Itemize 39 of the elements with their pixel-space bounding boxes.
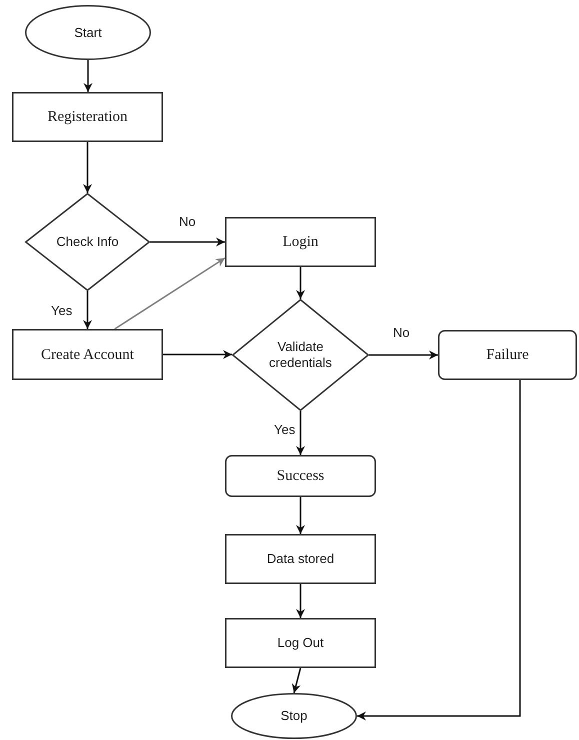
node-label: Registeration bbox=[48, 108, 128, 126]
terminal-ellipse bbox=[231, 693, 357, 739]
edge-label: Yes bbox=[273, 422, 296, 437]
node-label: Check Info bbox=[56, 234, 119, 250]
arrow bbox=[357, 380, 521, 720]
rounded-process-box bbox=[225, 455, 376, 497]
decision-diamond bbox=[232, 299, 369, 411]
arrow bbox=[296, 497, 305, 534]
decision-diamond bbox=[25, 193, 150, 291]
arrow bbox=[83, 291, 92, 329]
arrow bbox=[296, 584, 305, 618]
process-box bbox=[12, 92, 163, 142]
node-label: Failure bbox=[486, 346, 529, 364]
edge-label: Yes bbox=[50, 303, 74, 318]
edge-label: No bbox=[392, 325, 411, 340]
arrow bbox=[292, 668, 302, 694]
arrow bbox=[150, 238, 225, 246]
node-label: Log Out bbox=[277, 635, 324, 651]
arrow bbox=[84, 60, 92, 92]
process-box bbox=[225, 534, 376, 584]
node-label: Success bbox=[276, 467, 324, 485]
process-box bbox=[225, 217, 376, 267]
terminal-ellipse bbox=[25, 5, 151, 60]
arrow bbox=[296, 411, 305, 455]
process-box bbox=[225, 618, 376, 668]
node-label: Create Account bbox=[41, 346, 134, 364]
arrow bbox=[163, 350, 232, 359]
node-label: Login bbox=[282, 233, 318, 251]
rounded-process-box bbox=[438, 330, 577, 380]
edge-label: No bbox=[178, 214, 197, 229]
process-box bbox=[12, 329, 163, 380]
arrow bbox=[83, 142, 92, 193]
arrow bbox=[296, 267, 305, 299]
node-label: Data stored bbox=[266, 551, 334, 567]
node-label: Stop bbox=[280, 708, 308, 724]
node-label: Validate credentials bbox=[268, 339, 333, 371]
node-label: Start bbox=[74, 24, 102, 40]
arrow bbox=[369, 350, 438, 360]
arrow bbox=[114, 257, 226, 330]
